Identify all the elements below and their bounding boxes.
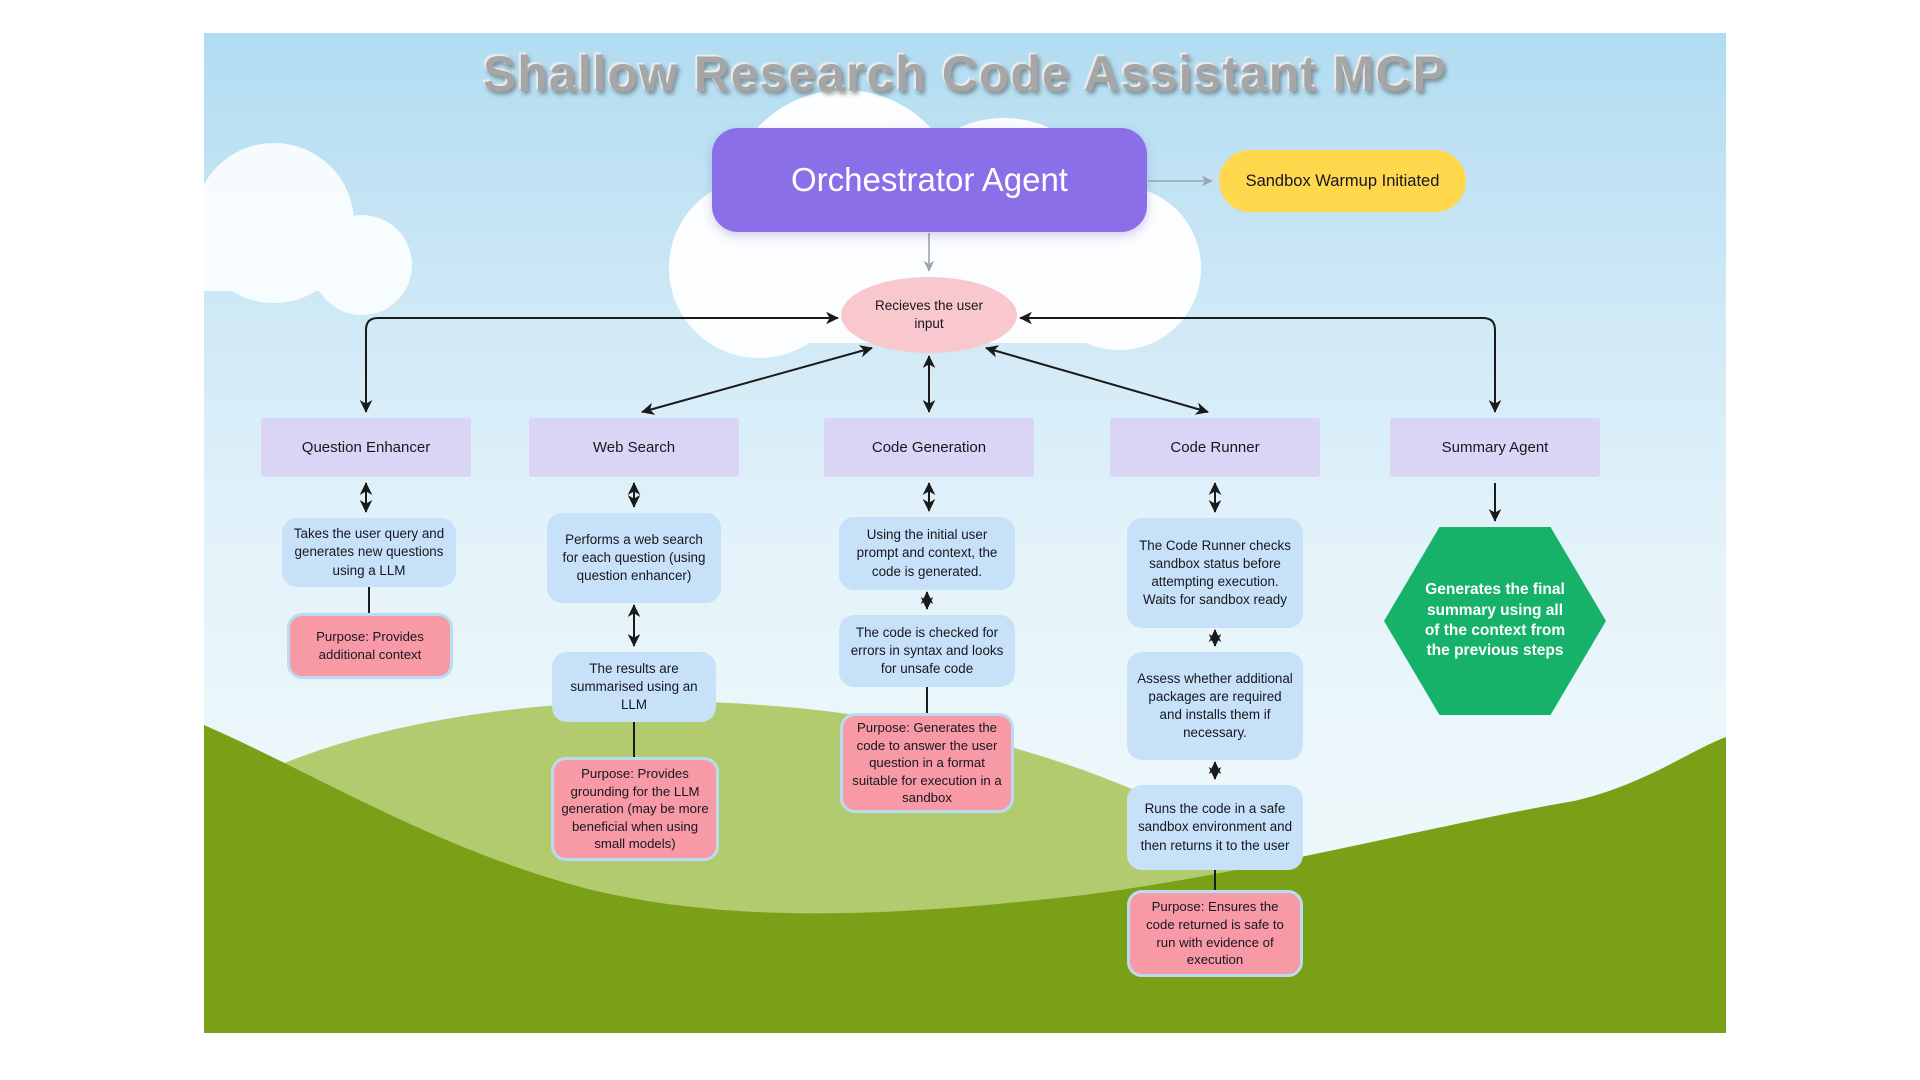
connector-layer xyxy=(359,175,1502,890)
step-box: Performs a web search for each question … xyxy=(547,513,721,603)
edge-input-code-runner xyxy=(985,345,1209,415)
step-box: The code is checked for errors in syntax… xyxy=(839,615,1015,687)
hill-dark xyxy=(204,725,1726,1033)
step-box: Takes the user query and generates new q… xyxy=(282,518,456,587)
step-box: The results are summarised using an LLM xyxy=(552,652,716,722)
edge-input-summary-agent xyxy=(1019,311,1502,413)
edge-input-web-search xyxy=(641,345,873,415)
category-summary-agent: Summary Agent xyxy=(1390,418,1600,477)
cloud-left xyxy=(204,143,412,315)
purpose-box: Purpose: Generates the code to answer th… xyxy=(840,713,1014,813)
purpose-box: Purpose: Ensures the code returned is sa… xyxy=(1127,890,1303,977)
sandbox-warmup-node: Sandbox Warmup Initiated xyxy=(1219,150,1466,212)
user-input-ellipse: Recieves the user input xyxy=(841,277,1017,353)
step-box: Using the initial user prompt and contex… xyxy=(839,517,1015,590)
diagram-canvas: Shallow Research Code Assistant MCP Orch… xyxy=(204,33,1726,1033)
step-box: Runs the code in a safe sandbox environm… xyxy=(1127,785,1303,870)
category-question-enhancer: Question Enhancer xyxy=(261,418,471,477)
category-code-runner: Code Runner xyxy=(1110,418,1320,477)
category-code-generation: Code Generation xyxy=(824,418,1034,477)
purpose-box: Purpose: Provides additional context xyxy=(287,613,453,679)
step-box: The Code Runner checks sandbox status be… xyxy=(1127,518,1303,628)
page-title: Shallow Research Code Assistant MCP xyxy=(483,46,1447,102)
purpose-box: Purpose: Provides grounding for the LLM … xyxy=(551,757,719,861)
orchestrator-node: Orchestrator Agent xyxy=(712,128,1147,232)
step-box: Assess whether additional packages are r… xyxy=(1127,652,1303,760)
edge-input-question-enhancer xyxy=(359,311,839,413)
category-web-search: Web Search xyxy=(529,418,739,477)
